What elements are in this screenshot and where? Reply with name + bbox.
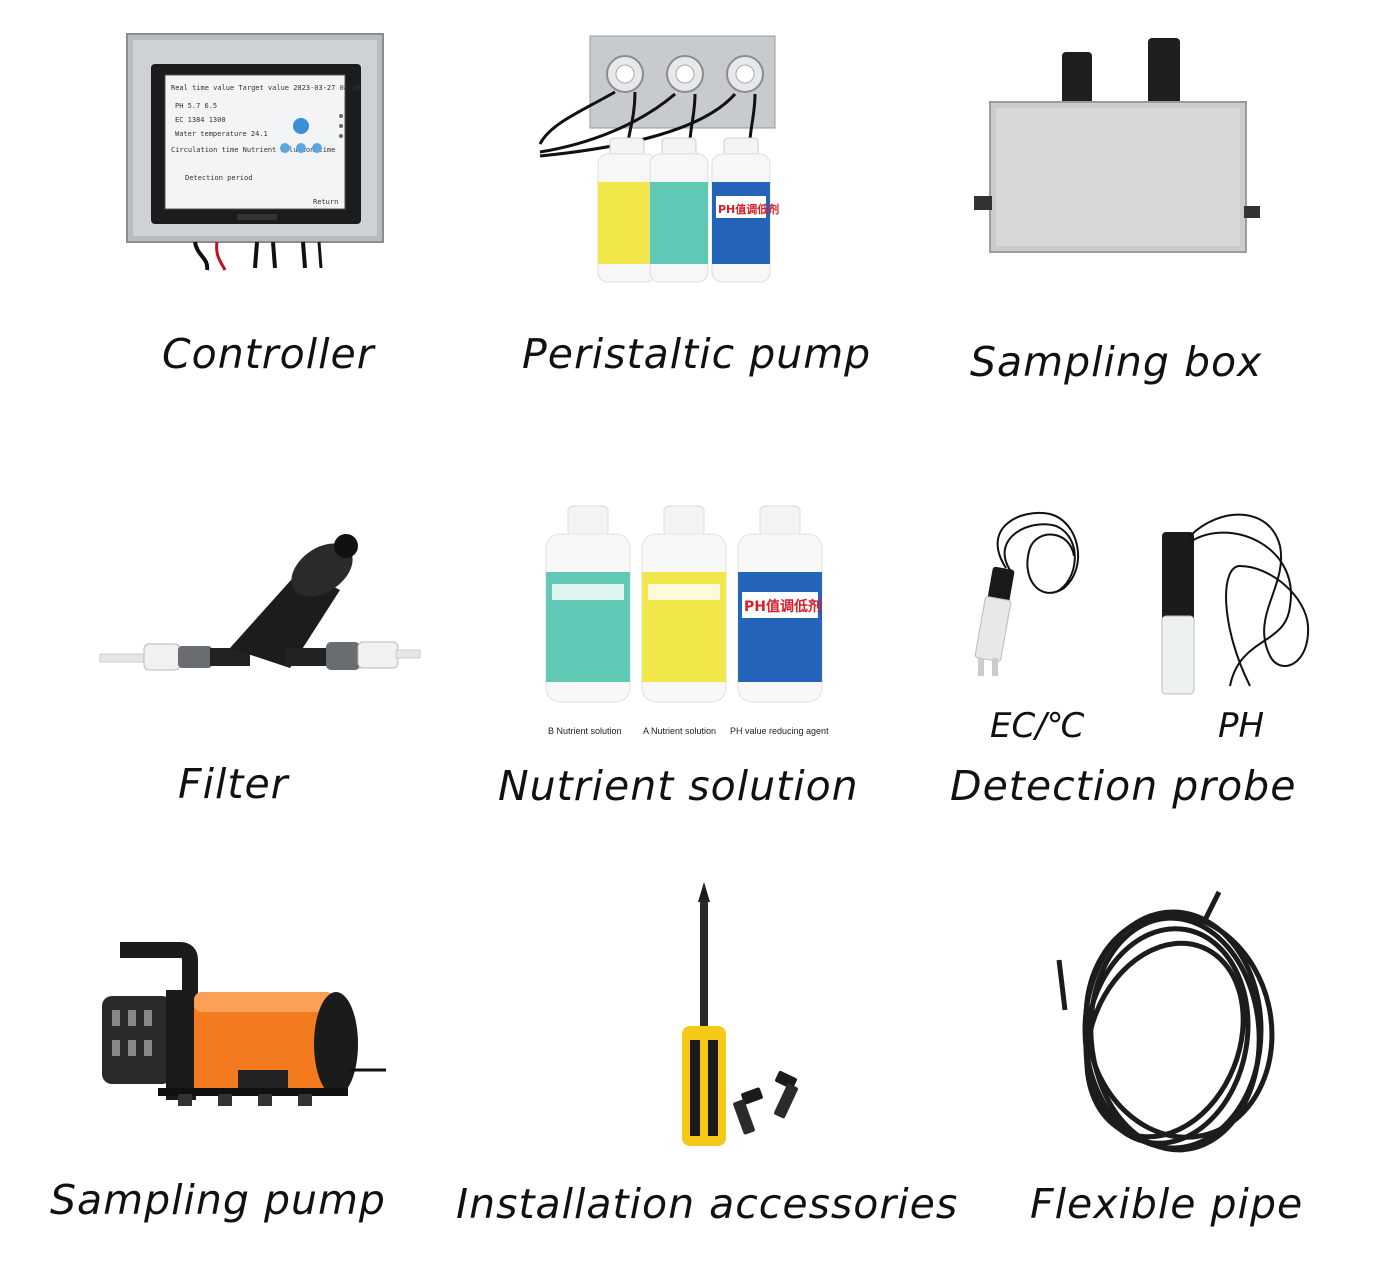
- ph-probe-image: [1161, 513, 1310, 695]
- item-label: Filter: [178, 760, 289, 808]
- screen-line-5: Circulation time Nutrient solution time: [171, 146, 335, 154]
- item-label: Nutrient solution: [498, 762, 859, 810]
- nutrient-solution-image: PH值调低剂: [545, 505, 823, 703]
- controller-image: Real time value Target value 2023-03-27 …: [126, 33, 384, 271]
- item-label: Installation accessories: [456, 1180, 959, 1228]
- screen-line-6: Detection period: [185, 174, 252, 182]
- screen-line-1: Real time value Target value 2023-03-27 …: [171, 84, 361, 92]
- sampling-pump-image: [102, 942, 386, 1106]
- peristaltic-pump-image: PH值调低剂: [538, 35, 779, 283]
- ec-probe-image: [974, 512, 1079, 676]
- ec-probe-label: EC/℃: [990, 706, 1085, 746]
- filter-image: [99, 534, 421, 671]
- flexible-pipe-image: [1056, 890, 1275, 1153]
- item-label: Sampling box: [970, 338, 1263, 386]
- installation-accessories-image: [682, 882, 798, 1146]
- screen-line-3: EC 1384 1300: [175, 116, 226, 124]
- bottle-caption-ph: PH value reducing agent: [730, 726, 829, 736]
- screen-line-2: PH 5.7 6.5: [175, 102, 217, 110]
- item-label: Controller: [162, 330, 375, 378]
- item-label: Sampling pump: [50, 1176, 386, 1224]
- sampling-box-image: [974, 38, 1260, 253]
- item-label: Detection probe: [950, 762, 1297, 810]
- item-label: Flexible pipe: [1030, 1180, 1304, 1228]
- item-label: Peristaltic pump: [522, 330, 872, 378]
- bottle-label-text: PH值调低剂: [744, 598, 822, 615]
- bottle-label-text: PH值调低剂: [718, 202, 779, 216]
- screen-line-7: Return: [313, 198, 338, 206]
- screen-line-4: Water temperature 24.1: [175, 130, 268, 138]
- ph-probe-label: PH: [1218, 706, 1265, 746]
- bottle-caption-a: A Nutrient solution: [643, 726, 717, 736]
- bottle-caption-b: B Nutrient solution: [548, 726, 622, 736]
